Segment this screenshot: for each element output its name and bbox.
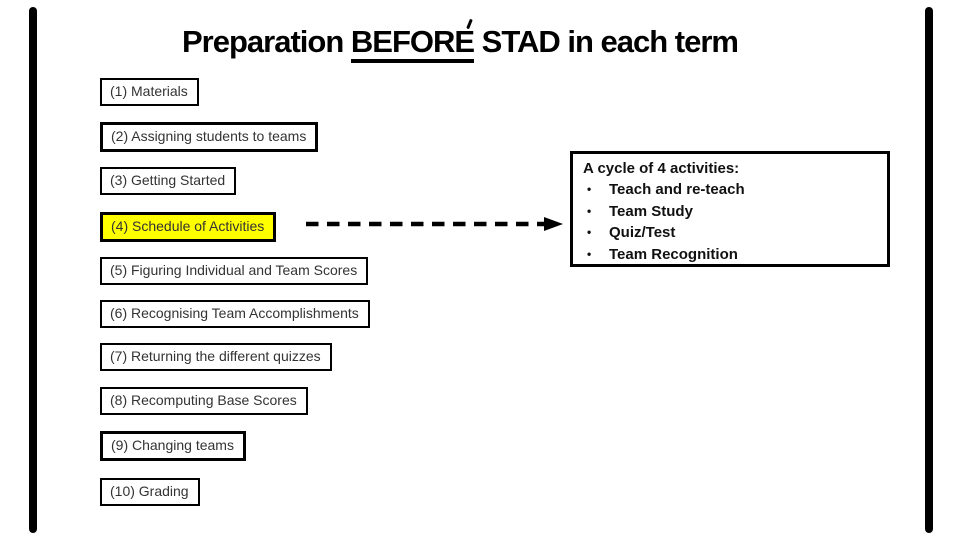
cycle-item-label: Team Study [609,202,693,220]
cycle-item-3: • Quiz/Test [583,222,877,244]
cycle-item-2: • Team Study [583,201,877,223]
step-box-2: (2) Assigning students to teams [100,122,319,152]
cycle-activities-box: A cycle of 4 activities: • Teach and re-… [570,151,890,267]
cycle-item-4: • Team Recognition [583,244,877,266]
page-title: Preparation BEFORE STAD in each term [0,24,920,63]
right-border-bar [925,7,933,533]
cycle-box-heading: A cycle of 4 activities: [583,160,740,177]
step-box-7: (7) Returning the different quizzes [100,343,332,371]
step-box-6: (6) Recognising Team Accomplishments [100,300,370,328]
bullet-dot-icon: • [587,225,592,239]
step-box-5: (5) Figuring Individual and Team Scores [100,257,369,285]
bullet-dot-icon: • [587,246,592,261]
title-segment-2: STAD in each term [474,24,739,59]
step-box-4-highlighted: (4) Schedule of Activities [100,212,277,242]
step-box-1: (1) Materials [100,78,199,106]
cycle-item-1: • Teach and re-teach [583,179,877,201]
cycle-item-label: Quiz/Test [609,224,676,241]
bullet-dot-icon: • [587,203,592,218]
step-box-8: (8) Recomputing Base Scores [100,387,308,415]
step-box-9: (9) Changing teams [100,431,246,461]
left-border-bar [29,7,37,533]
dashed-arrow-head [544,217,563,231]
dashed-arrow [306,217,563,231]
step-box-3: (3) Getting Started [100,167,237,195]
cycle-item-label: Team Recognition [609,245,738,263]
title-word-underlined: BEFORE [350,24,475,63]
cycle-item-label: Teach and re-teach [609,181,745,198]
bullet-dot-icon: • [587,182,592,196]
step-box-10: (10) Grading [100,478,200,506]
title-segment-1: Preparation [181,24,351,59]
